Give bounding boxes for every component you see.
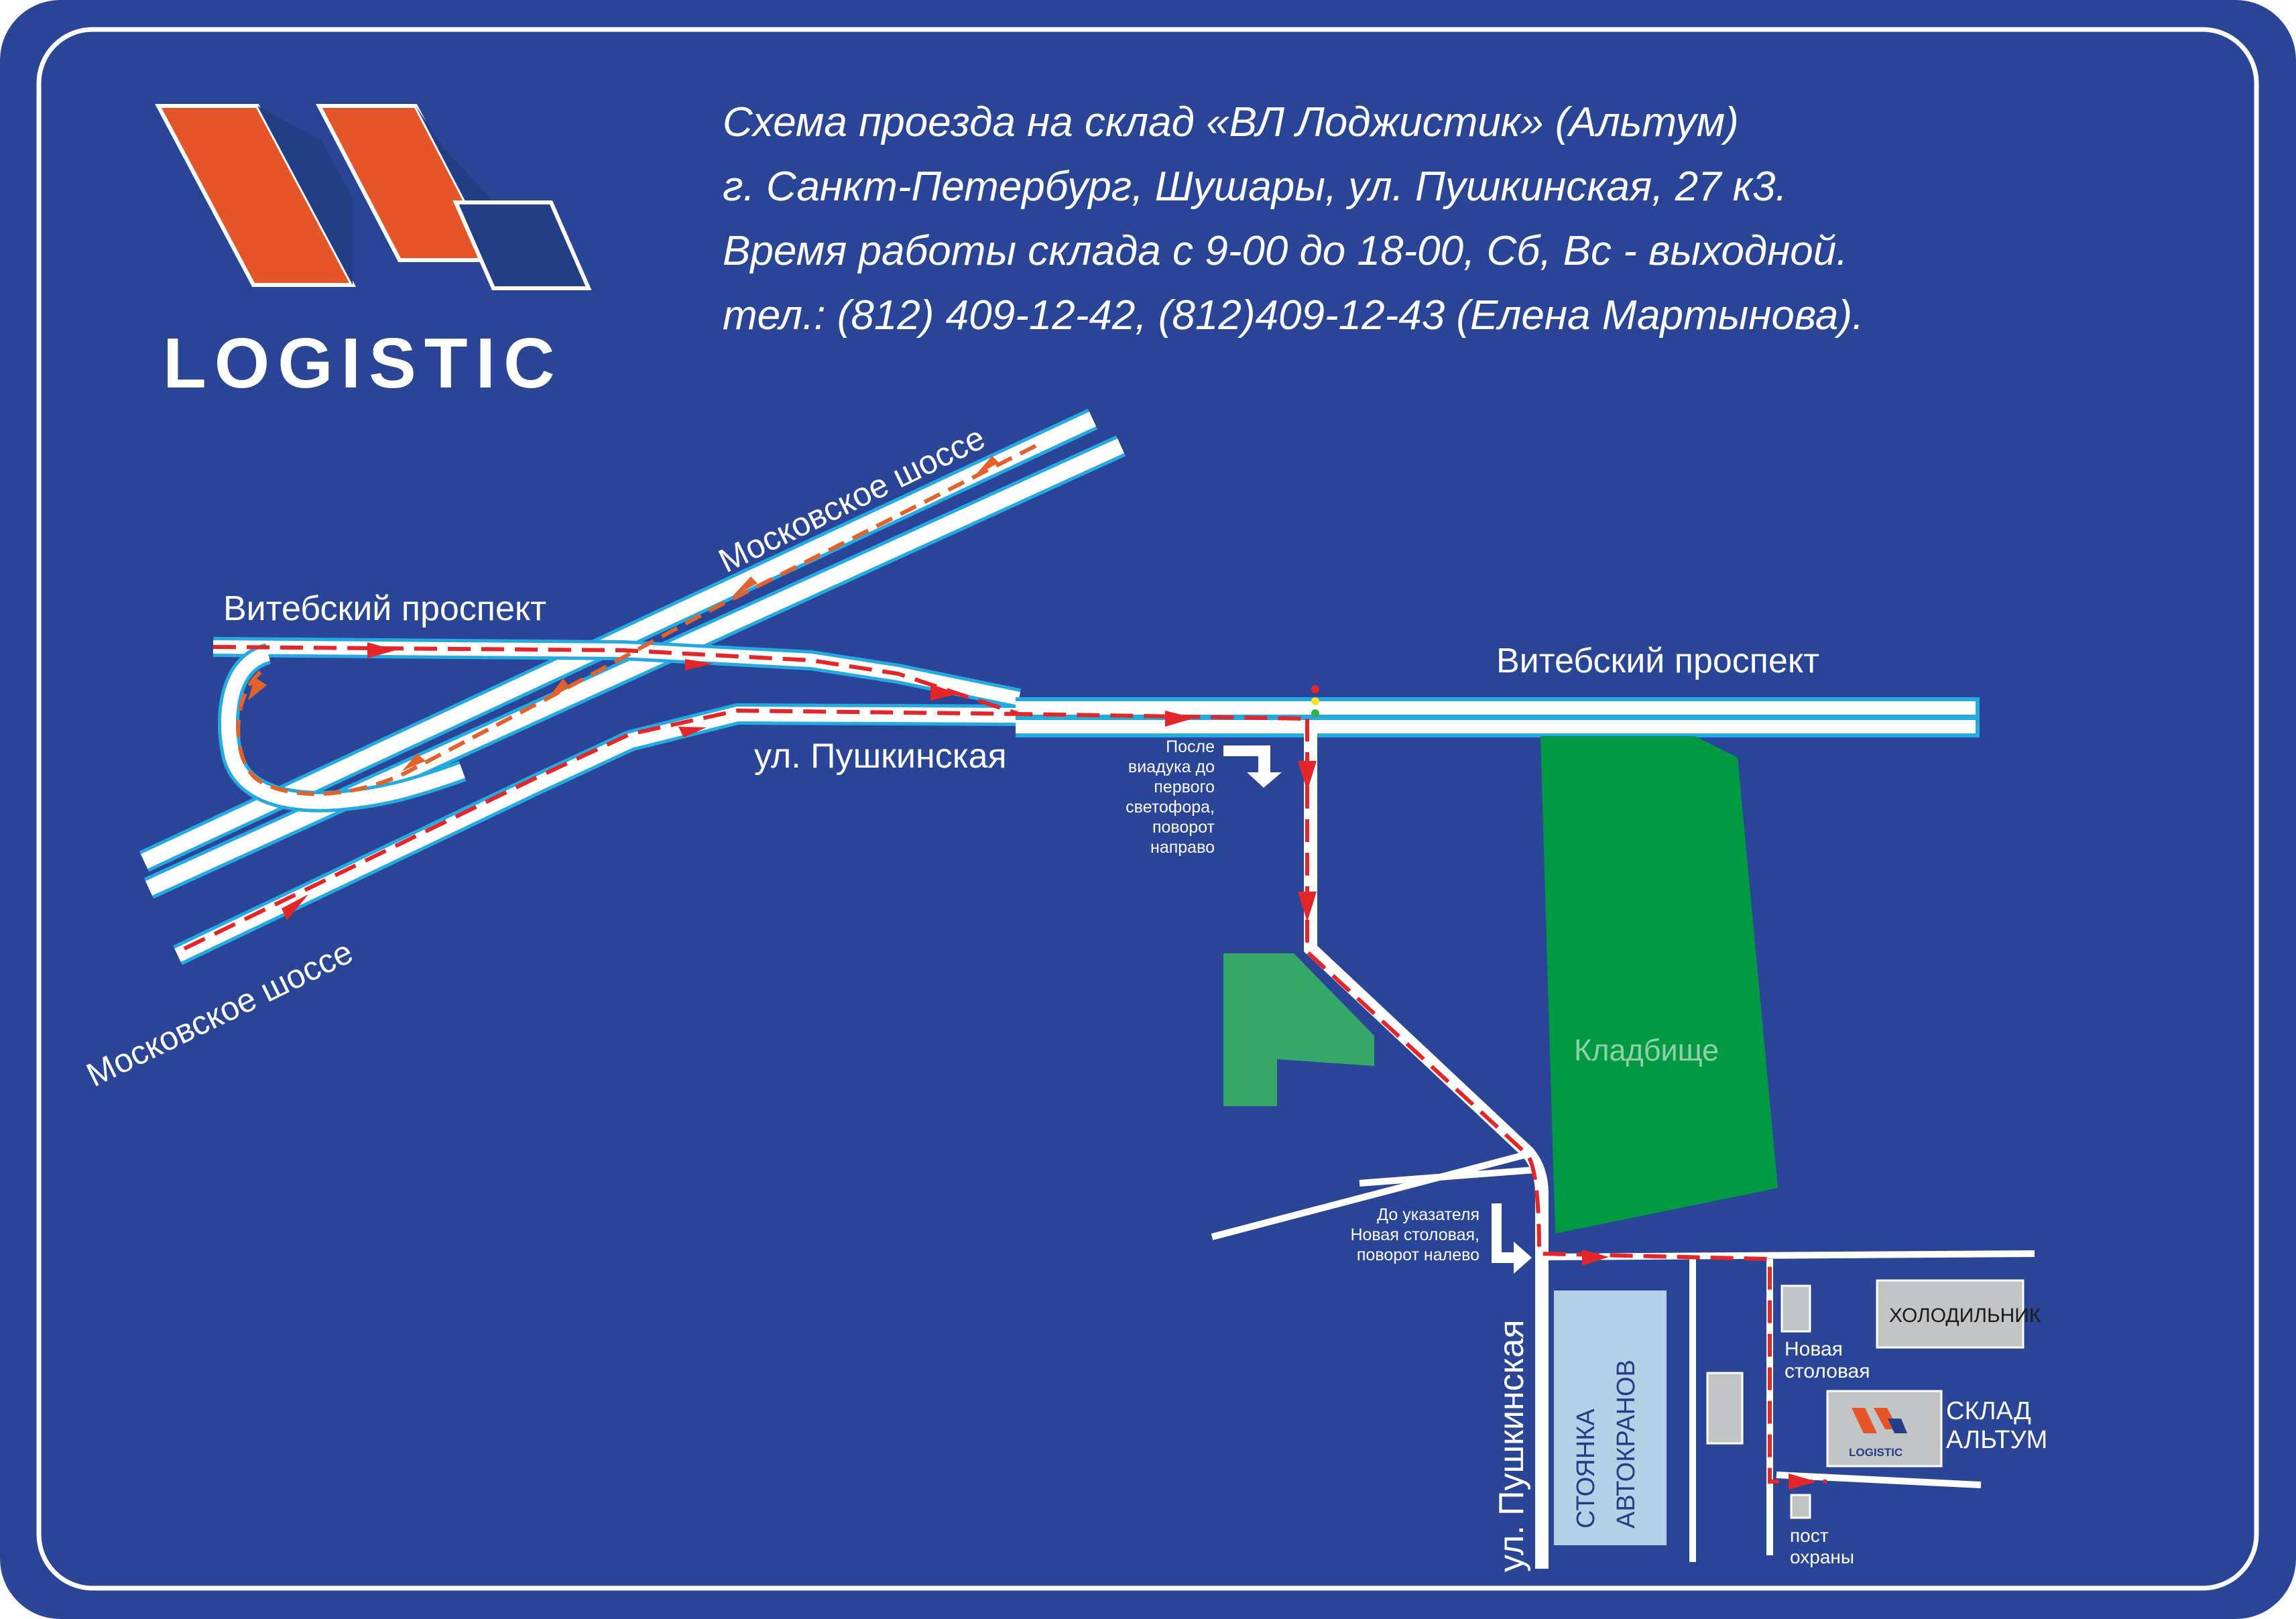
route-arrow-icon xyxy=(367,642,396,658)
route-arrow-icon xyxy=(282,894,308,920)
warehouse-logo-text: LOGISTIC xyxy=(1849,1446,1902,1459)
route-arrow-icon xyxy=(1165,711,1195,727)
cemetery-label: Кладбище xyxy=(1574,1033,1719,1067)
guard-post-label: пост xyxy=(1790,1525,1829,1546)
route-arrow-icon xyxy=(1298,761,1317,791)
note-line: Новая столовая, xyxy=(1350,1225,1479,1244)
header-title: Схема проезда на склад «ВЛ Лоджистик» (А… xyxy=(723,99,1739,145)
return-route-arrows xyxy=(248,456,999,771)
logo-stripe xyxy=(257,106,353,285)
return-route xyxy=(236,444,1037,796)
route-arrow-icon xyxy=(1582,1250,1609,1266)
note-line: светофора, xyxy=(1126,798,1215,817)
road-label-vitebsky-right: Витебский проспект xyxy=(1496,642,1819,680)
route-arrows xyxy=(282,642,1817,1490)
logo-stripe xyxy=(452,200,592,290)
traffic-light-icon xyxy=(1311,685,1319,717)
crane-parking-lot xyxy=(1554,1291,1667,1545)
guard-post xyxy=(1790,1494,1811,1519)
canteen-label: столовая xyxy=(1785,1360,1870,1382)
turn-right-arrow-icon xyxy=(1223,745,1282,788)
road-label-pushkinskaya: ул. Пушкинская xyxy=(754,737,1007,776)
pushkinskaya-ramp xyxy=(173,703,1020,965)
vitebsky-main-road xyxy=(1016,697,1980,737)
note-line: направо xyxy=(1150,838,1215,857)
fridge-label: ХОЛОДИЛЬНИК xyxy=(1889,1305,2041,1327)
route-arrow-icon xyxy=(1789,1474,1817,1490)
route-arrow-icon xyxy=(685,659,713,670)
logo-text: LOGISTIC xyxy=(163,324,563,403)
route-arrow-icon xyxy=(678,727,707,737)
header-phones: тел.: (812) 409-12-42, (812)409-12-43 (Е… xyxy=(723,292,1864,339)
route-arrow-icon xyxy=(732,577,758,597)
route-arrow-icon xyxy=(973,456,999,477)
warehouse-label: СКЛАД xyxy=(1946,1397,2031,1425)
crane-parking-label: АВТОКРАНОВ xyxy=(1612,1360,1640,1528)
header-hours: Время работы склада с 9-00 до 18-00, Сб,… xyxy=(723,228,1848,274)
road-label-vitebsky-left: Витебский проспект xyxy=(223,589,546,628)
warehouse-logo: LOGISTIC xyxy=(1849,1408,1907,1459)
warehouse-building xyxy=(1826,1390,1943,1467)
note-line: После xyxy=(1166,737,1215,756)
note-line: первого xyxy=(1154,778,1215,796)
warehouse-label: АЛЬТУМ xyxy=(1946,1426,2047,1454)
map-inner-border xyxy=(36,27,2259,1591)
header-info: Схема проезда на склад «ВЛ Лоджистик» (А… xyxy=(723,91,2164,348)
park-area-small xyxy=(1223,1032,1250,1089)
park-area xyxy=(1223,953,1374,1106)
fridge-building xyxy=(1876,1279,2025,1349)
header-address: г. Санкт-Петербург, Шушары, ул. Пушкинск… xyxy=(723,164,1787,210)
note-line: виадука до xyxy=(1128,758,1215,776)
note-line: поворот налево xyxy=(1357,1246,1479,1264)
route-arrow-icon xyxy=(546,678,570,701)
main-route xyxy=(183,645,1827,1484)
crane-parking-label: СТОЯНКА xyxy=(1572,1408,1600,1528)
route-arrow-icon xyxy=(402,754,426,771)
building-small xyxy=(1706,1372,1744,1445)
canteen-label: Новая xyxy=(1785,1338,1843,1360)
turn-left-arrow-icon xyxy=(1492,1203,1532,1274)
route-arrow-icon xyxy=(1298,892,1317,922)
route-arrow-icon xyxy=(930,684,959,701)
building-small xyxy=(1780,1284,1811,1333)
guard-post-label: охраны xyxy=(1790,1547,1854,1567)
road-label-pushkinskaya-vertical: ул. Пушкинская xyxy=(1492,1319,1531,1572)
note-after-viaduct: После виадука до первого светофора, пово… xyxy=(1126,737,1215,857)
route-arrow-icon xyxy=(248,677,267,701)
company-logo: LOGISTIC xyxy=(155,104,592,403)
note-line: До указателя xyxy=(1377,1205,1479,1224)
cemetery-area xyxy=(1540,736,1778,1234)
note-line: поворот xyxy=(1152,818,1215,837)
note-to-sign: До указателя Новая столовая, поворот нал… xyxy=(1350,1205,1479,1264)
